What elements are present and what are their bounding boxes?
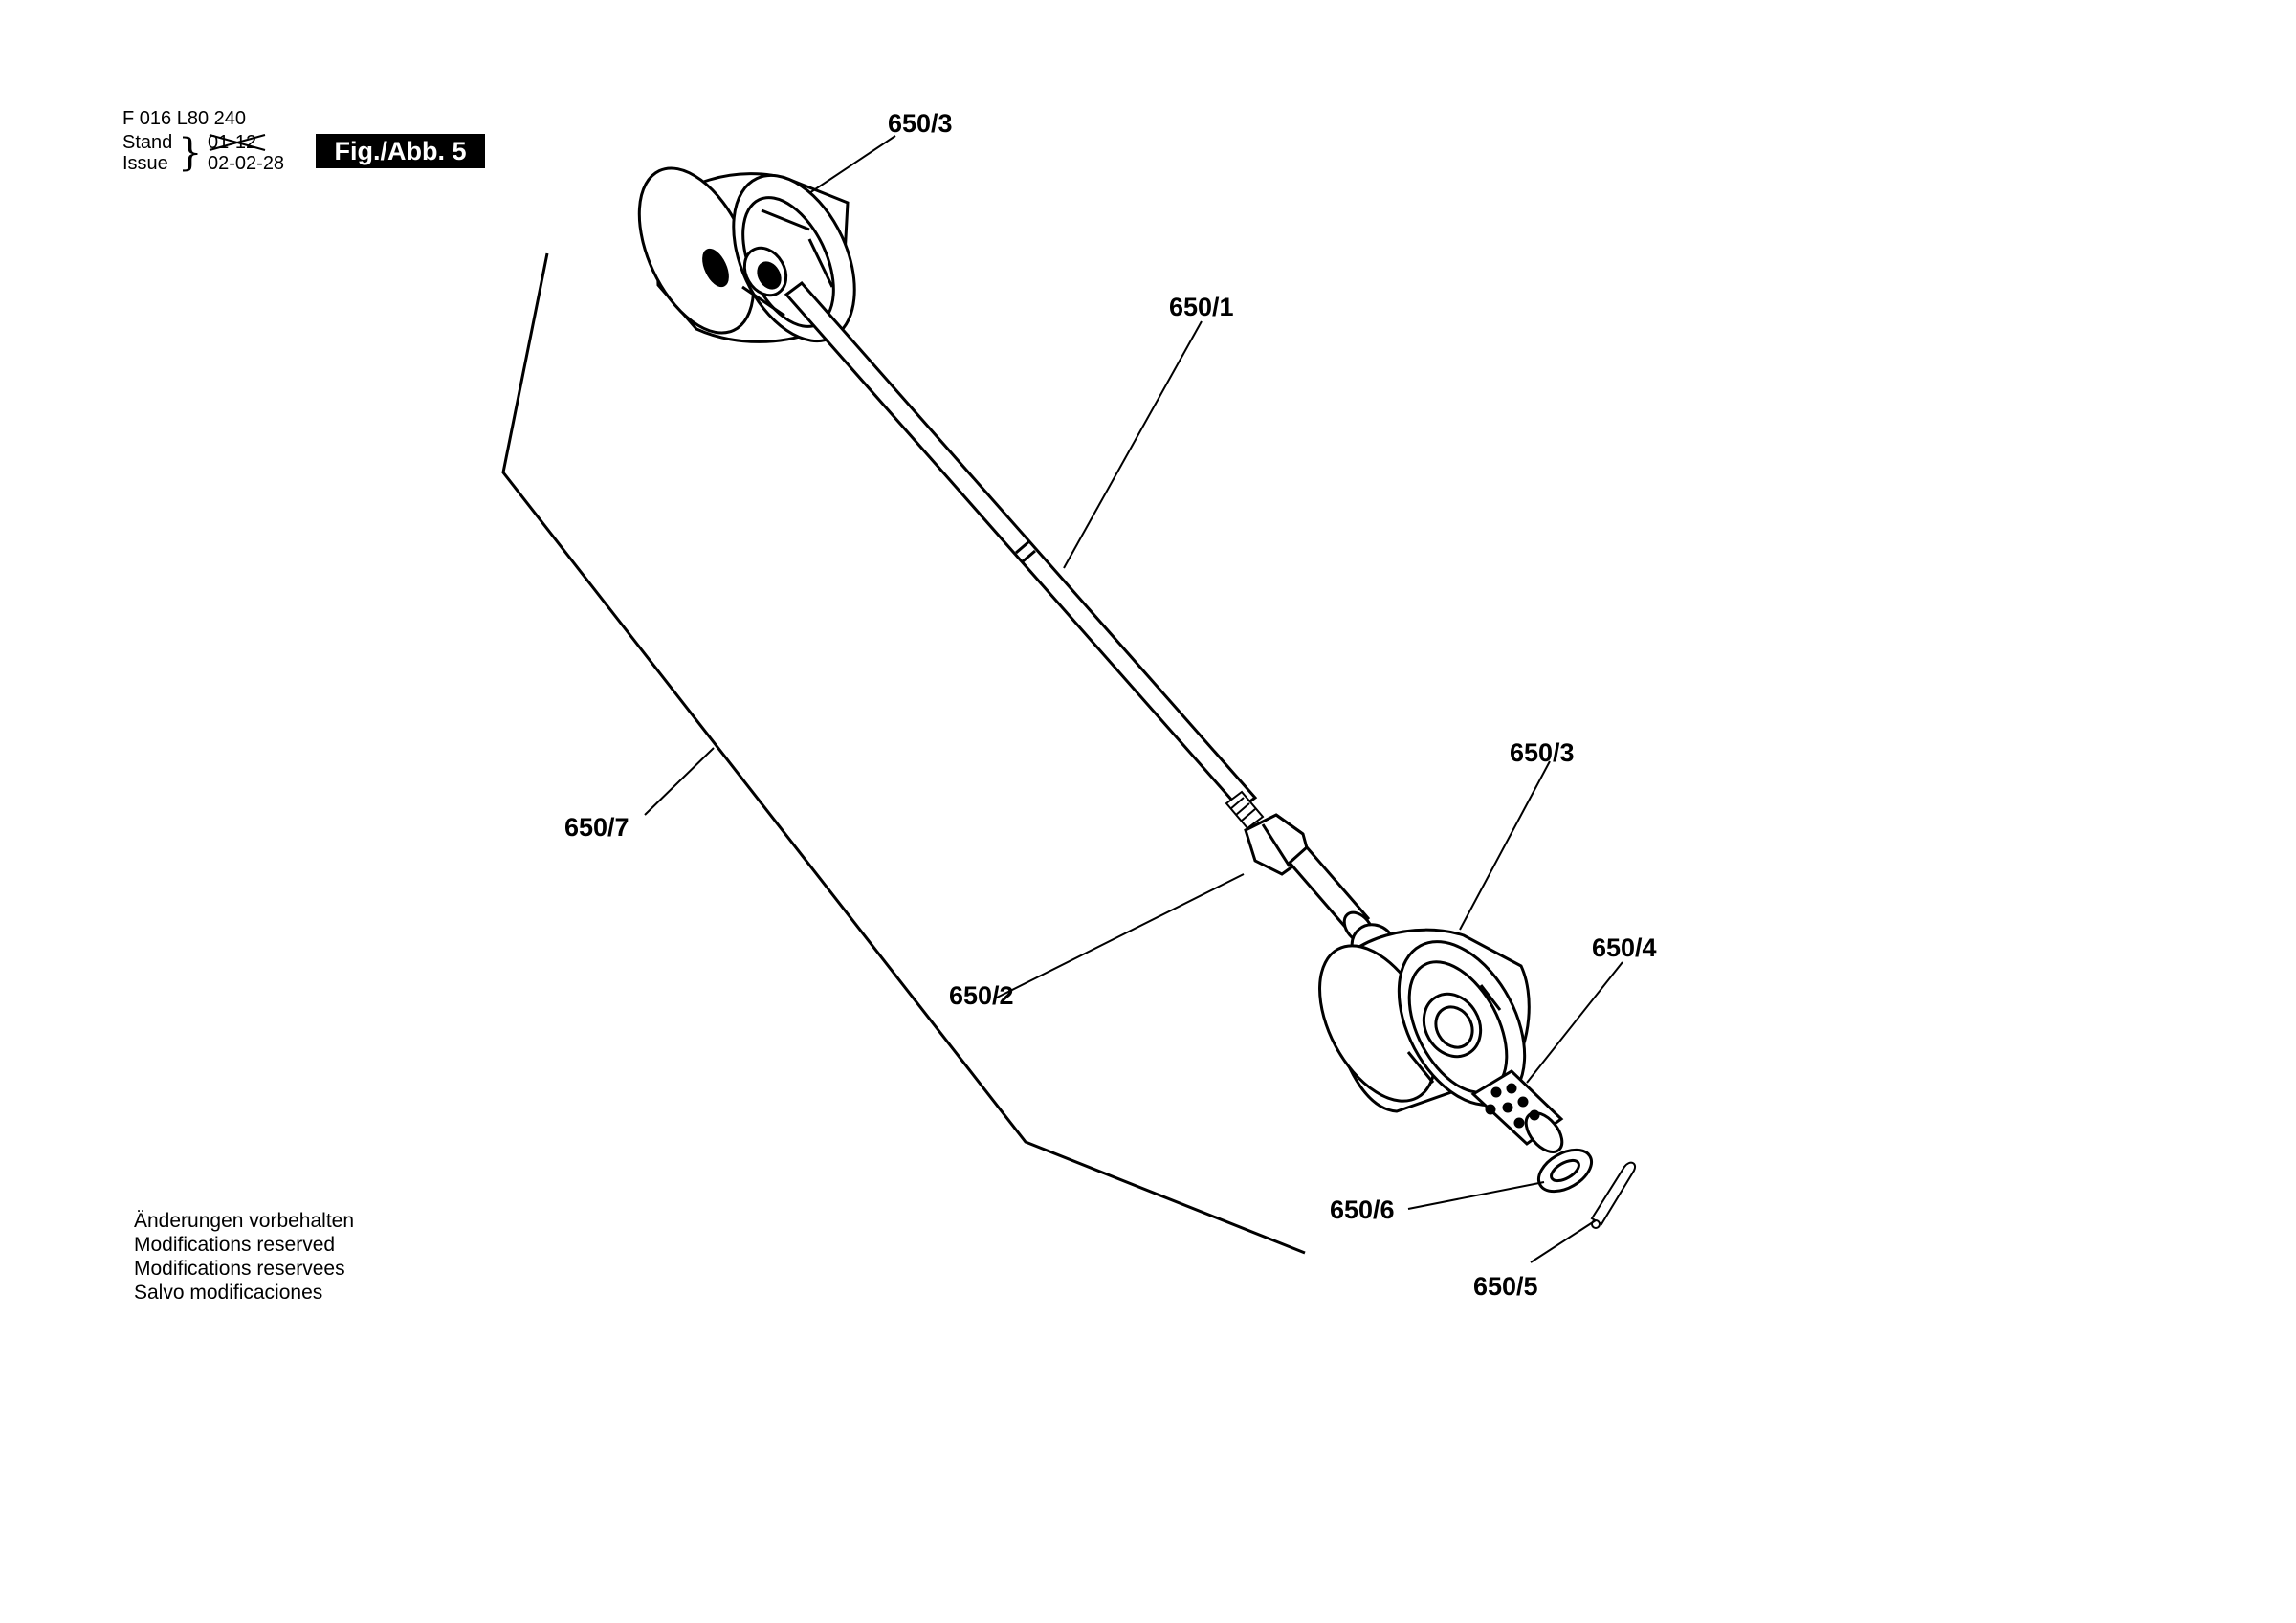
callout-wheel-top: 650/3: [888, 109, 953, 138]
leader-lines: [644, 135, 1623, 1263]
strikethrough-icon: [209, 134, 266, 151]
notice-fr: Modifications reservees: [134, 1258, 345, 1280]
callout-wheel-bottom: 650/3: [1510, 738, 1575, 767]
callout-washer: 650/6: [1330, 1195, 1395, 1224]
figure-label: Fig./Abb. 5: [316, 134, 485, 168]
callout-handle: 650/7: [564, 813, 629, 842]
revision-block: Stand Issue } 01-12 02-02-28: [122, 132, 314, 180]
notice-es: Salvo modificaciones: [134, 1282, 323, 1304]
callout-cotter-pin: 650/5: [1473, 1272, 1538, 1301]
shaft: [784, 280, 1258, 812]
notice-en: Modifications reserved: [134, 1234, 336, 1256]
washer: [1537, 1148, 1593, 1194]
cotter-pin: [1590, 1161, 1636, 1229]
revision-labels: Stand Issue: [122, 132, 172, 174]
callout-pin-sleeve: 650/4: [1592, 933, 1657, 962]
handle-frame: [501, 252, 1306, 1255]
modifications-notice: Änderungen vorbehalten Modifications res…: [134, 1209, 354, 1305]
document-code: F 016 L80 240: [122, 108, 246, 129]
callout-shaft: 650/1: [1169, 293, 1234, 321]
threaded-end: [1225, 790, 1265, 830]
notice-de: Änderungen vorbehalten: [134, 1210, 355, 1232]
issue-date: 02-02-28: [208, 153, 285, 174]
brace-icon: }: [178, 131, 203, 175]
issue-label: Issue: [122, 153, 168, 174]
lower-roller: [1318, 928, 1531, 1113]
stand-label: Stand: [122, 132, 173, 153]
callout-coupling-nut: 650/2: [949, 981, 1014, 1010]
pin-sleeve: [1470, 1069, 1564, 1153]
